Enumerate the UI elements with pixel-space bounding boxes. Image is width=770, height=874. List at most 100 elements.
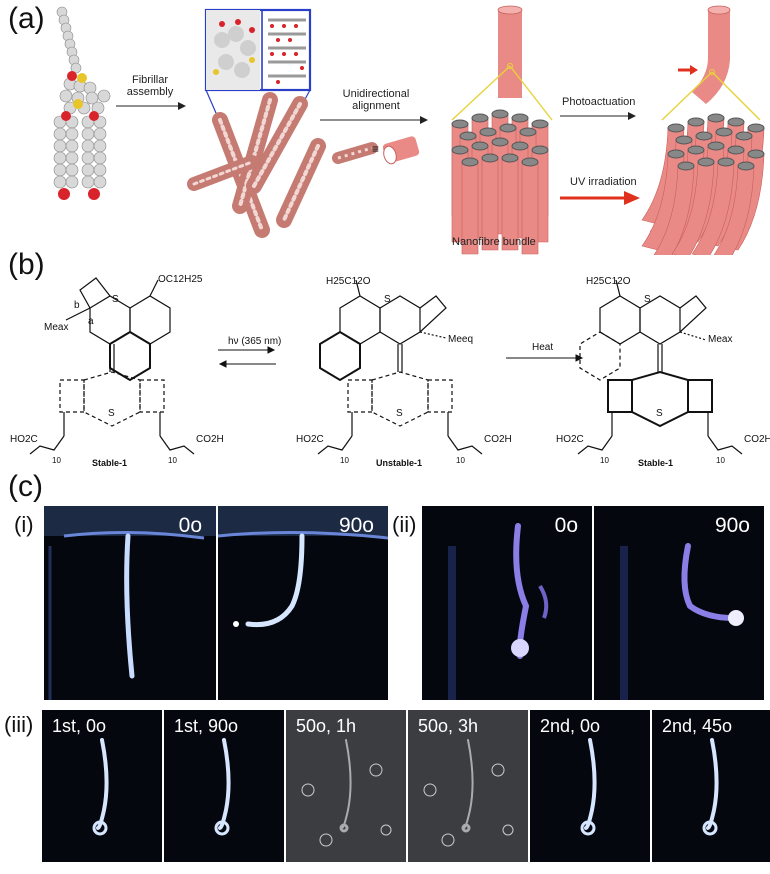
ether-3: H25C12O: [586, 276, 631, 287]
methyl-1: Meax: [44, 322, 69, 333]
nanofibre-tube-end: [481, 153, 499, 163]
panel-c-label: (c): [8, 470, 43, 503]
acid-right-2: CO2H: [484, 434, 512, 445]
acid-left-3: HO2C: [556, 434, 584, 445]
methyl-3: Meax: [708, 334, 733, 345]
frame-condition-label: 2nd, 45o: [662, 716, 733, 736]
nanofibre-tube-end: [695, 131, 713, 141]
panel-a-label: (a): [8, 2, 45, 35]
reaction-arrows: [218, 346, 584, 368]
photo-iii-frame: 1st, 0o: [42, 710, 162, 862]
nanofibre-tube: [713, 165, 755, 255]
angle-label: 90o: [338, 514, 374, 537]
nanofibre-tube-end: [511, 141, 529, 151]
panel-b-scheme: [29, 277, 743, 455]
arrow-heat-label: Heat: [532, 342, 554, 353]
nanofibre-tube-end: [687, 145, 705, 155]
subpanel-i-label: (i): [14, 512, 34, 537]
label-unidirectional: Unidirectional: [342, 88, 410, 100]
panel-b-label: (b): [8, 248, 45, 281]
bent-bundle: [641, 113, 765, 255]
frame-condition-label: 1st, 0o: [52, 716, 107, 736]
photo-i-0deg: 0o: [44, 506, 216, 700]
acid-left-1: HO2C: [10, 434, 38, 445]
photo-ii-90deg: 90o: [594, 506, 764, 700]
chain-3a: 10: [600, 456, 609, 465]
angle-label: 90o: [714, 514, 750, 537]
nanofibre-tube: [691, 161, 735, 255]
fibril-zoom-inset: [204, 8, 312, 193]
rod-bent: [661, 5, 761, 121]
frame-condition-label: 1st, 90o: [174, 716, 239, 736]
label-photoactuation: Photoactuation: [562, 96, 636, 108]
photo-iii-frame: 50o, 3h: [408, 710, 528, 862]
nanofibre-tube-end: [677, 161, 695, 171]
frame-condition-label: 2nd, 0o: [540, 716, 601, 736]
label-nanofibre-bundle: Nanofibre bundle: [452, 236, 536, 248]
ether-1: OC12H25: [158, 274, 203, 285]
acid-right-1: CO2H: [196, 434, 224, 445]
acid-left-2: HO2C: [296, 434, 324, 445]
nanofibre-tube-end: [451, 119, 469, 129]
nanofibre-tube-end: [727, 117, 745, 127]
nanofibre-tube-end: [531, 119, 549, 129]
nanofibre-tube-end: [519, 127, 537, 137]
compound-name-1: Stable-1: [92, 458, 128, 468]
atom-a: a: [88, 316, 94, 327]
frame-condition-label: 50o, 3h: [418, 716, 479, 736]
nanofibre-tube-end: [531, 145, 549, 155]
nanofibre-tube-end: [687, 117, 705, 127]
label-uv-irradiation: UV irradiation: [570, 176, 637, 188]
nanofibre-tube-end: [735, 131, 753, 141]
fibril-network: [187, 92, 326, 238]
nanofibre-tube-end: [737, 161, 755, 171]
label-fibrillar: Fibrillar: [131, 74, 169, 86]
compound-name-3: Stable-1: [638, 458, 674, 468]
chain-1a: 10: [52, 456, 61, 465]
nanofibre-tube: [653, 165, 695, 255]
photo-iii-frame: 2nd, 45o: [652, 710, 770, 862]
nanofibre-tube-end: [511, 113, 529, 123]
nanofibre-tube-end: [461, 157, 479, 167]
atom-s-2: S: [384, 294, 391, 305]
nanofibre-tube-end: [707, 141, 725, 151]
nanofibre-tube-end: [747, 123, 765, 133]
chain-2b: 10: [456, 456, 465, 465]
nanofibre-tube-end: [471, 113, 489, 123]
acid-right-3: CO2H: [744, 434, 770, 445]
single-fibre: [332, 136, 420, 165]
photo-i-90deg: 90o: [218, 506, 388, 700]
nanofibre-tube: [671, 161, 715, 255]
nanofibre-tube-end: [707, 113, 725, 123]
atom-s-1: S: [112, 294, 119, 305]
arrow-hv-label: hν (365 nm): [228, 336, 282, 347]
label-alignment: alignment: [352, 100, 400, 112]
ether-2: H25C12O: [326, 276, 371, 287]
angle-label: 0o: [178, 514, 202, 537]
nanofibre-tube-end: [479, 127, 497, 137]
nanofibre-tube-end: [727, 145, 745, 155]
ring-s-3: S: [656, 408, 663, 419]
nanofibre-tube-end: [747, 149, 765, 159]
atom-s-3: S: [644, 294, 651, 305]
photo-iii-frame: 1st, 90o: [164, 710, 284, 862]
methyl-2: Meeq: [448, 334, 474, 345]
nanofibre-tube-end: [675, 135, 693, 145]
nanofibre-tube-end: [499, 123, 517, 133]
nanofibre-tube-end: [715, 127, 733, 137]
chain-1b: 10: [168, 456, 177, 465]
nanofibre-tube-end: [471, 141, 489, 151]
nanofibre-bundle: [451, 109, 549, 255]
ring-s-1: S: [108, 408, 115, 419]
panel-a-figure: [53, 5, 765, 255]
nanofibre-tube-end: [451, 145, 469, 155]
label-assembly: assembly: [126, 86, 174, 98]
nanofibre-tube-end: [491, 137, 509, 147]
rod-straight: [451, 5, 553, 121]
nanofibre-tube-end: [697, 157, 715, 167]
subpanel-ii-label: (ii): [392, 512, 417, 537]
nanofibre-tube-end: [717, 157, 735, 167]
nanofibre-tube-end: [667, 123, 685, 133]
structure-stable-1-left: [29, 277, 195, 455]
chain-3b: 10: [716, 456, 725, 465]
